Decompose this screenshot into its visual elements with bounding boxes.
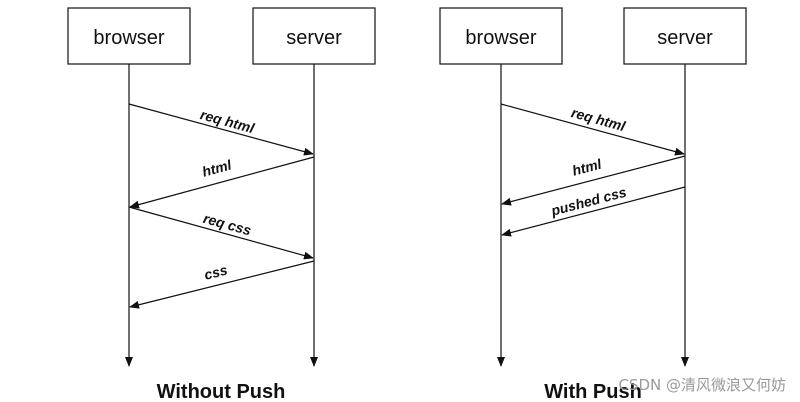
- server-label-right: server: [657, 27, 713, 49]
- server-label-left: server: [286, 27, 342, 49]
- message-label-html-left: html: [200, 156, 234, 179]
- without-push-diagram: browser server req html html req css css…: [67, 7, 376, 402]
- with-push-diagram: browser server req html html pushed css …: [439, 7, 747, 402]
- message-arrow-css-left: [129, 260, 315, 309]
- message-arrow-html-right: [501, 155, 686, 206]
- caption-with-push: With Push: [544, 381, 642, 402]
- message-label-html-right: html: [570, 155, 604, 178]
- message-label-css-left: css: [203, 262, 230, 283]
- message-arrow-html-left: [129, 156, 315, 209]
- browser-label-right: browser: [465, 27, 536, 49]
- caption-without-push: Without Push: [157, 381, 286, 402]
- message-arrow-pushed-css-right: [501, 186, 686, 237]
- watermark-text: CSDN @清风微浪又何妨: [618, 376, 786, 394]
- message-arrow-req-html-right: [500, 103, 685, 156]
- server-box-left: [252, 7, 376, 65]
- browser-label-left: browser: [93, 27, 164, 49]
- browser-box-left: [67, 7, 191, 65]
- message-arrow-req-css-left: [128, 206, 314, 260]
- message-arrow-req-html-left: [128, 103, 314, 156]
- message-label-req-html-left: req html: [199, 106, 258, 136]
- message-label-req-html-right: req html: [570, 104, 629, 134]
